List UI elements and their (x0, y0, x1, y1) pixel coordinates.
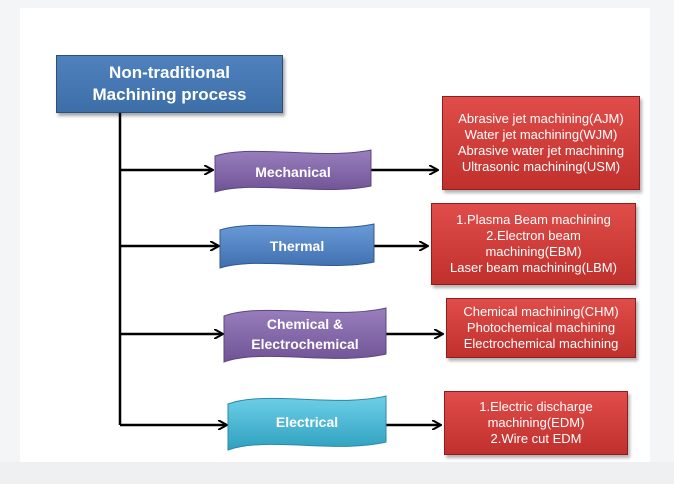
process-item: 2.Wire cut EDM (490, 431, 582, 446)
category-label-chemical-line1: Chemical & (266, 316, 344, 332)
process-item: Chemical machining(CHM) (463, 304, 619, 319)
root-node: Non-traditional Machining process (56, 55, 283, 113)
process-item: Water jet machining(WJM) (464, 127, 618, 142)
process-item: machining(EBM) (485, 244, 582, 259)
process-item: 1.Plasma Beam machining (456, 212, 611, 227)
category-label-mechanical: Mechanical (255, 164, 331, 180)
process-item: Ultrasonic machining(USM) (461, 159, 621, 174)
process-item: Laser beam machining(LBM) (450, 260, 617, 275)
category-label-thermal: Thermal (269, 238, 325, 254)
category-label-electrical: Electrical (275, 414, 339, 430)
category-label-chemical: Chemical & Electrochemical (222, 314, 388, 354)
category-node-electrical (227, 395, 387, 451)
root-title-line1: Non-traditional (109, 63, 230, 82)
process-item: Photochemical machining (466, 320, 616, 335)
process-box-mechanical: Abrasive jet machining(AJM) Water jet ma… (442, 96, 640, 190)
process-item: Abrasive jet machining(AJM) (458, 111, 624, 126)
process-item: 2.Electron beam (486, 228, 581, 243)
page-footer-strip (0, 462, 674, 484)
process-box-electrical: 1.Electric discharge machining(EDM) 2.Wi… (444, 391, 628, 455)
process-item: 1.Electric discharge (479, 399, 593, 414)
category-node-mechanical (214, 149, 372, 193)
process-box-thermal: 1.Plasma Beam machining 2.Electron beam … (431, 203, 636, 285)
process-item: Abrasive water jet machining (457, 143, 625, 158)
root-title-line2: Machining process (92, 85, 247, 104)
category-node-thermal (219, 223, 375, 269)
process-box-chemical: Chemical machining(CHM) Photochemical ma… (446, 298, 636, 358)
category-label-chemical-line2: Electrochemical (251, 336, 359, 352)
category-node-chemical (223, 307, 387, 363)
process-item: machining(EDM) (487, 415, 585, 430)
process-item: Electrochemical machining (463, 336, 619, 351)
